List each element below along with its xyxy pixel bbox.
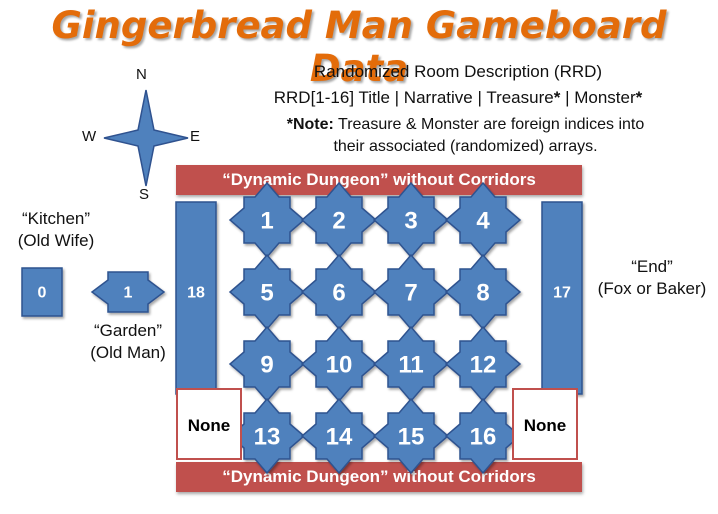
room-15 <box>372 397 450 475</box>
rrd-heading: Randomized Room Description (RRD) <box>313 62 603 81</box>
end-sub: (Fox or Baker) <box>597 279 707 298</box>
room-7-label: 7 <box>404 280 417 307</box>
note-text: Treasure & Monster are foreign indices i… <box>333 116 645 133</box>
room-1-label: 1 <box>260 208 273 235</box>
kitchen-label: “Kitchen” (Old Wife) <box>6 208 106 252</box>
garden-sub: (Old Man) <box>90 343 166 362</box>
dungeon-banner-top: “Dynamic Dungeon” without Corridors <box>176 165 582 195</box>
rrd-star-2: * <box>635 88 643 107</box>
rrd-fields-main: RRD[1-16] Title | Narrative | Treasure <box>273 88 554 107</box>
rrd-note: *Note: Treasure & Monster are foreign in… <box>238 114 693 135</box>
dungeon-banner-bottom: “Dynamic Dungeon” without Corridors <box>176 462 582 492</box>
room-18-label: 18 <box>187 285 205 302</box>
room-5 <box>228 253 306 331</box>
room-0 <box>21 267 63 317</box>
room-8-label: 8 <box>476 280 489 307</box>
compass-north: N <box>136 66 147 83</box>
room-1 <box>90 271 166 313</box>
room-16 <box>444 397 522 475</box>
room-3 <box>372 181 450 259</box>
room-16-label: 16 <box>470 424 497 451</box>
room-5-label: 5 <box>260 280 273 307</box>
none-left: None <box>176 388 242 460</box>
kitchen-sub: (Old Wife) <box>17 231 95 250</box>
garden-title: “Garden” <box>93 321 163 340</box>
compass-east: E <box>190 128 201 145</box>
room-7 <box>372 253 450 331</box>
rrd-note-line2: their associated (randomized) arrays. <box>333 138 598 155</box>
room-11 <box>372 325 450 403</box>
room-6-label: 6 <box>332 280 345 307</box>
room-6 <box>300 253 378 331</box>
note-prefix: *Note: <box>286 116 334 133</box>
room-9-label: 9 <box>260 352 273 379</box>
room-2-label: 2 <box>332 208 345 235</box>
rrd-star-1: * <box>553 88 561 107</box>
room-12 <box>444 325 522 403</box>
room-4 <box>444 181 522 259</box>
end-title: “End” <box>631 257 673 276</box>
kitchen-title: “Kitchen” <box>21 209 91 228</box>
room-3-label: 3 <box>404 208 417 235</box>
page-title: Gingerbread Man Gameboard Data <box>51 4 667 90</box>
room-15-label: 15 <box>398 424 425 451</box>
compass-west: W <box>82 128 97 145</box>
compass-star-icon <box>103 89 189 187</box>
room-13-label: 13 <box>254 424 281 451</box>
room-12-label: 12 <box>470 352 497 379</box>
end-label: “End” (Fox or Baker) <box>590 256 714 300</box>
room-11-label: 11 <box>398 352 423 379</box>
rrd-fields-monster: | Monster <box>560 88 636 107</box>
room-17-label: 17 <box>553 285 571 302</box>
room-14-label: 14 <box>326 424 353 451</box>
room-1 <box>228 181 306 259</box>
room-18-column <box>175 201 217 395</box>
room-10 <box>300 325 378 403</box>
room-1-label: 1 <box>124 285 133 302</box>
room-2 <box>300 181 378 259</box>
room-17-column <box>541 201 583 395</box>
none-right: None <box>512 388 578 460</box>
garden-label: “Garden” (Old Man) <box>78 320 178 364</box>
compass-south: S <box>139 186 150 203</box>
room-10-label: 10 <box>326 352 353 379</box>
room-8 <box>444 253 522 331</box>
room-0-label: 0 <box>38 285 47 302</box>
room-9 <box>228 325 306 403</box>
room-4-label: 4 <box>476 208 490 235</box>
room-14 <box>300 397 378 475</box>
rrd-fields: RRD[1-16] Title | Narrative | Treasure* … <box>218 88 698 108</box>
